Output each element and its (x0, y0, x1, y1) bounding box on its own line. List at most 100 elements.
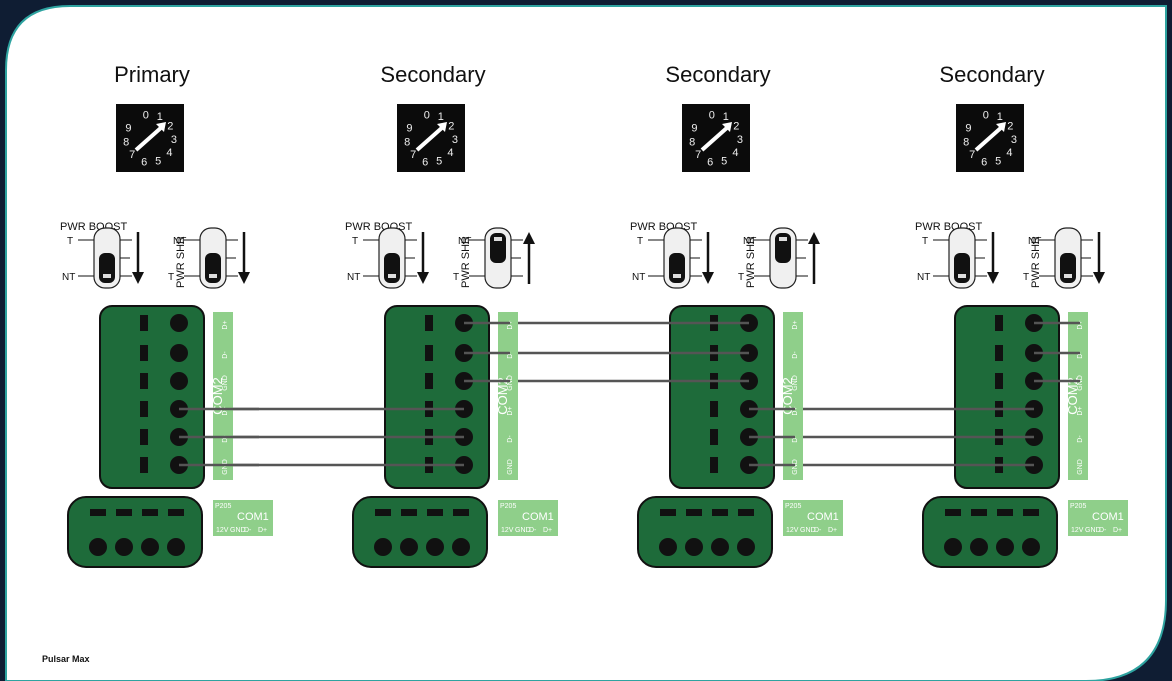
switch-mark (779, 237, 787, 241)
pwr-shr-switch-bottom-label: T (453, 272, 459, 283)
pwr-boost-switch-bottom-label: NT (347, 272, 360, 283)
com2-pin-label: D+ (792, 320, 799, 329)
pwr-shr-switch-label: PWR SHR (460, 236, 472, 288)
com1-header: P205 (500, 503, 516, 510)
com1-pin-slot (738, 509, 754, 516)
com1-pin-slot (453, 509, 469, 516)
dial-digit: 7 (410, 149, 416, 161)
com1-label-block (498, 500, 558, 536)
switch-knob (205, 253, 221, 283)
com2-pin-label: D- (222, 435, 229, 443)
dial-digit: 6 (422, 156, 428, 168)
com2-pin-hole (170, 344, 188, 362)
com1-pin-slot (660, 509, 676, 516)
unit-title: Secondary (939, 62, 1044, 87)
com2-pin-label: D- (222, 351, 229, 359)
com2-pin-slot (140, 429, 148, 445)
dial-digit: 0 (424, 109, 430, 121)
com1-pin-slot (427, 509, 443, 516)
com1-name: COM1 (237, 511, 269, 523)
pwr-boost-switch-top-label: T (637, 236, 643, 247)
footer-caption: Pulsar Max (42, 654, 90, 664)
com1-pin-label: 12V (216, 527, 229, 534)
com2-pin-label: D+ (1077, 320, 1084, 329)
dial-digit: 0 (709, 109, 715, 121)
dial-digit: 9 (965, 122, 971, 134)
com1-pin-label: GND (515, 527, 531, 534)
com1-header: P205 (785, 503, 801, 510)
dial-digit: 7 (969, 149, 975, 161)
pwr-shr-switch-bottom-label: T (1023, 272, 1029, 283)
com1-pin-label: D- (814, 527, 822, 534)
dial-digit: 7 (129, 149, 135, 161)
dial-digit: 4 (447, 147, 453, 159)
dial-digit: 2 (448, 120, 454, 132)
com2-pin-label: D- (792, 435, 799, 443)
com2-pin-label: D- (792, 351, 799, 359)
com2-pin-label: D+ (222, 320, 229, 329)
pwr-boost-switch-bottom-label: NT (917, 272, 930, 283)
dial-digit: 4 (732, 147, 738, 159)
dial-digit: 0 (143, 109, 149, 121)
com1-pin-hole (659, 538, 677, 556)
dial-digit: 0 (983, 109, 989, 121)
com1-pin-hole (1022, 538, 1040, 556)
unit-title: Secondary (380, 62, 485, 87)
com2-pin-slot (140, 315, 148, 331)
com2-name: COM2 (210, 377, 225, 415)
com1-connector (67, 496, 203, 568)
dial-digit: 8 (689, 136, 695, 148)
dial-digit: 9 (125, 122, 131, 134)
com1-connector (352, 496, 488, 568)
switch-mark (494, 237, 502, 241)
pwr-shr-switch-label: PWR SHR (1030, 236, 1042, 288)
com1-pin-label: GND (230, 527, 246, 534)
pwr-boost-switch-top-label: T (922, 236, 928, 247)
com1-pin-slot (971, 509, 987, 516)
dial-digit: 9 (691, 122, 697, 134)
com2-name: COM2 (495, 377, 510, 415)
pwr-boost-switch-bottom-label: NT (632, 272, 645, 283)
com1-pin-label: 12V (1071, 527, 1084, 534)
dial-pointer-arrow (996, 122, 1006, 132)
com1-pin-hole (426, 538, 444, 556)
dial-pointer (134, 124, 165, 152)
switch-knob (954, 253, 970, 283)
dial-pointer-arrow (722, 122, 732, 132)
com1-pin-slot (712, 509, 728, 516)
dial-digit: 2 (167, 120, 173, 132)
com1-pin-hole (400, 538, 418, 556)
dial-digit: 6 (981, 156, 987, 168)
com1-pin-slot (945, 509, 961, 516)
dial-digit: 8 (963, 136, 969, 148)
com1-pin-slot (90, 509, 106, 516)
com2-pin-label: D+ (507, 320, 514, 329)
com1-pin-label: GND (800, 527, 816, 534)
com1-pin-slot (168, 509, 184, 516)
com1-pin-hole (737, 538, 755, 556)
com2-pin-label: D+ (1077, 406, 1084, 415)
switch-knob (99, 253, 115, 283)
dial-digit: 8 (123, 136, 129, 148)
pwr-shr-switch-label: PWR SHR (175, 236, 187, 288)
dial-digit: 5 (721, 156, 727, 168)
com1-pin-slot (686, 509, 702, 516)
com1-pin-slot (1023, 509, 1039, 516)
com2-pin-slot (140, 373, 148, 389)
com1-pin-slot (401, 509, 417, 516)
com1-pin-label: D+ (828, 527, 837, 534)
com2-pin-slot (995, 345, 1003, 361)
switch-mark (673, 274, 681, 278)
arrow-up-icon (523, 232, 535, 244)
pwr-boost-switch-top-label: T (352, 236, 358, 247)
switch-knob (669, 253, 685, 283)
com2-pin-label: D- (507, 351, 514, 359)
com2-pin-slot (425, 345, 433, 361)
